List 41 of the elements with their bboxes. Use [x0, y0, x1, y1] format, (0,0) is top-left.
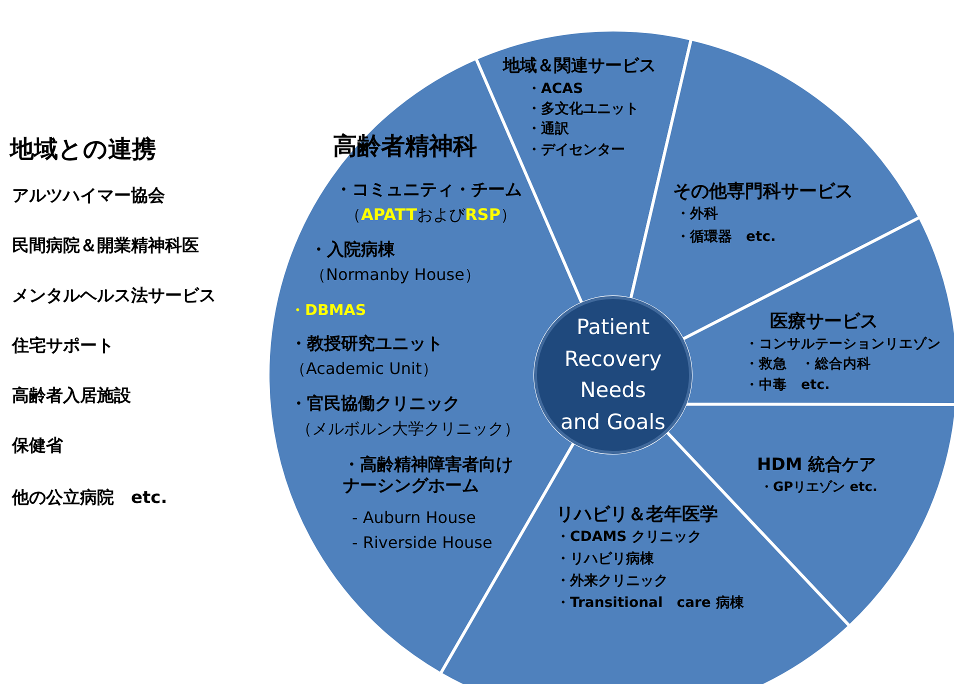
list-item: ・リハビリ病棟 — [556, 551, 654, 568]
list-item: ・多文化ユニット — [527, 101, 639, 118]
column-heading: 地域との連携 — [10, 134, 156, 165]
sector-heading: 高齢者精神科 — [333, 131, 477, 161]
list-item: 民間病院＆開業精神科医 — [12, 235, 199, 257]
list-item: 高齢者入居施設 — [12, 385, 131, 407]
sector-heading: リハビリ＆老年医学 — [556, 504, 718, 526]
list-item: 住宅サポート — [12, 335, 114, 357]
list-item: ・外来クリニック — [556, 573, 668, 590]
list-item: ・入院病棟 — [310, 240, 395, 262]
list-item: ・Transitional care 病棟 — [556, 595, 744, 612]
list-item: ・GPリエゾン etc. — [760, 480, 878, 496]
sector-heading: 医療サービス — [770, 311, 878, 334]
sector-heading: その他専門科サービス — [673, 181, 853, 204]
list-item: ・ACAS — [527, 81, 584, 98]
list-item: メンタルヘルス法サービス — [12, 285, 216, 307]
list-item: 他の公立病院 etc. — [12, 487, 168, 509]
list-item: - Riverside House — [352, 533, 492, 553]
list-item: ・DBMAS — [290, 301, 366, 320]
list-item: ・コミュニティ・チーム — [335, 180, 522, 202]
list-item: ・CDAMS クリニック — [556, 529, 702, 546]
list-item: ・救急 ・総合内科 — [745, 356, 871, 373]
center-text: Patient Recovery Needs and Goals — [560, 314, 666, 436]
sector-heading: HDM 統合ケア — [757, 455, 876, 476]
list-item: （APATTおよびRSP） — [345, 205, 517, 225]
list-item: ・デイセンター — [527, 142, 625, 160]
list-item: ・コンサルテーションリエゾン — [745, 336, 941, 353]
list-item: - Auburn House — [352, 508, 476, 528]
list-item: ・高齢精神障害者向けナーシングホーム — [343, 455, 514, 498]
list-item: 保健省 — [12, 435, 63, 457]
list-item: ・中毒 etc. — [745, 377, 830, 394]
list-item: ・教授研究ユニット — [290, 334, 443, 356]
list-item: （Academic Unit） — [290, 359, 438, 379]
list-item: ・官民協働クリニック — [290, 394, 460, 416]
sector-heading: 地域＆関連サービス — [503, 56, 656, 78]
list-item: ・外科 — [676, 206, 718, 224]
list-item: （メルボルン大学クリニック） — [296, 419, 520, 439]
list-item: （Normanby House） — [310, 265, 480, 285]
list-item: アルツハイマー協会 — [12, 185, 165, 207]
list-item: ・通訳 — [527, 121, 569, 138]
list-item: ・循環器 etc. — [676, 229, 776, 246]
